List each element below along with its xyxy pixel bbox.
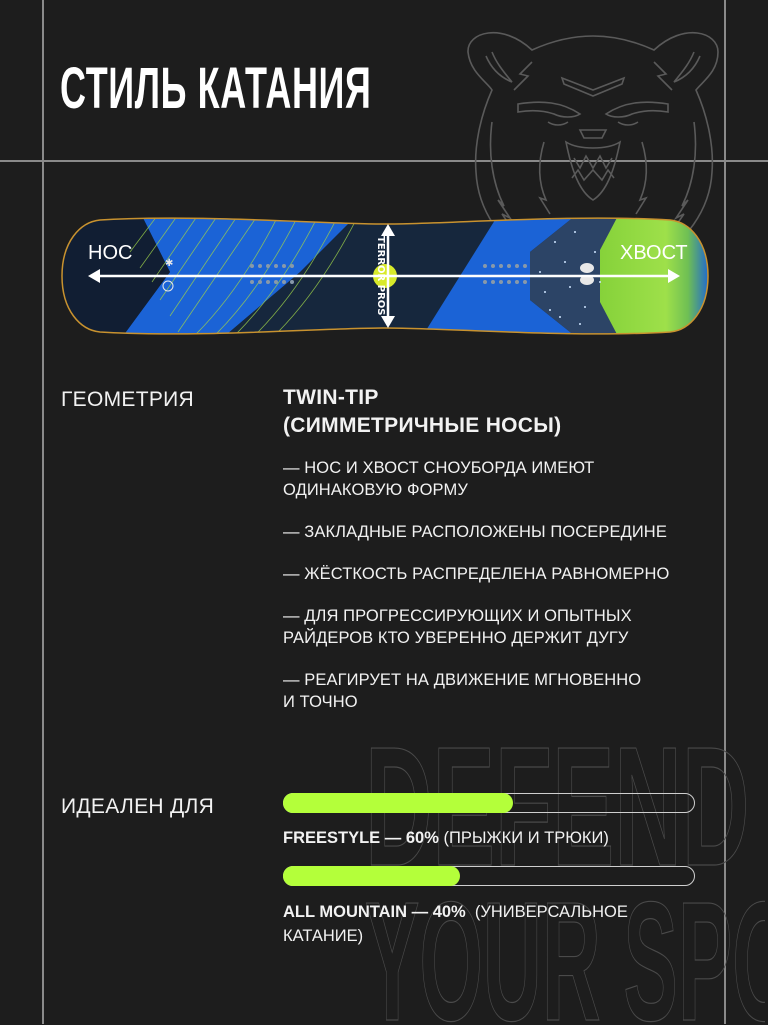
bullet-text: ОДИНАКОВУЮ ФОРМУ	[283, 481, 468, 499]
bullet-text: И ТОЧНО	[283, 693, 358, 711]
bullet-text: — ДЛЯ ПРОГРЕССИРУЮЩИХ И ОПЫТНЫХ	[283, 607, 632, 625]
freestyle-name: FREESTYLE — 60%	[283, 829, 439, 847]
bullet-text: — ЗАКЛАДНЫЕ РАСПОЛОЖЕНЫ ПОСЕРЕДИНЕ	[283, 523, 667, 541]
freestyle-progress-bar	[283, 792, 695, 813]
bullet-text: — НОС И ХВОСТ СНОУБОРДА ИМЕЮТ	[283, 459, 595, 477]
board-brand-text: TERROR PROS	[375, 236, 386, 315]
list-item: — ЗАКЛАДНЫЕ РАСПОЛОЖЕНЫ ПОСЕРЕДИНЕ	[283, 521, 723, 543]
bear-logo-icon	[467, 32, 719, 281]
snowboard-graphic: ✱ TERROR PROS	[61, 217, 709, 335]
all-mountain-caption: ALL MOUNTAIN — 40% (УНИВЕРСАЛЬНОЕ КАТАНИ…	[283, 900, 703, 948]
freestyle-caption: FREESTYLE — 60% (ПРЫЖКИ И ТРЮКИ)	[283, 826, 703, 850]
list-item: — ЖЁСТКОСТЬ РАСПРЕДЕЛЕНА РАВНОМЕРНО	[283, 563, 723, 585]
list-item: — РЕАГИРУЕТ НА ДВИЖЕНИЕ МГНОВЕННО И ТОЧН…	[283, 669, 723, 713]
nose-label: НОС	[88, 242, 133, 264]
page-title: СТИЛЬ КАТАНИЯ	[60, 56, 372, 121]
freestyle-desc: (ПРЫЖКИ И ТРЮКИ)	[438, 829, 609, 847]
tail-label: ХВОСТ	[620, 242, 688, 264]
frame-line-left	[42, 0, 44, 1024]
frame-line-right	[724, 0, 726, 1024]
list-item: — ДЛЯ ПРОГРЕССИРУЮЩИХ И ОПЫТНЫХ РАЙДЕРОВ…	[283, 605, 723, 649]
geometry-label: ГЕОМЕТРИЯ	[61, 388, 195, 411]
ideal-for-label: ИДЕАЛЕН ДЛЯ	[61, 795, 215, 818]
bullet-text: РАЙДЕРОВ КТО УВЕРЕННО ДЕРЖИТ ДУГУ	[283, 629, 629, 647]
geometry-title-line2: (СИММЕТРИЧНЫЕ НОСЫ)	[283, 414, 562, 437]
svg-text:YOUR SPOT: YOUR SPOT	[365, 867, 765, 1025]
all-mountain-name: ALL MOUNTAIN — 40%	[283, 903, 466, 921]
list-item: — НОС И ХВОСТ СНОУБОРДА ИМЕЮТ ОДИНАКОВУЮ…	[283, 457, 723, 501]
geometry-title-line1: TWIN-TIP	[283, 386, 379, 409]
bullet-text: — РЕАГИРУЕТ НА ДВИЖЕНИЕ МГНОВЕННО	[283, 671, 642, 689]
all-mountain-progress-fill	[283, 865, 460, 886]
snowboard-image: ✱ TERROR PROS НОС ХВОСТ	[60, 212, 710, 340]
all-mountain-progress-bar	[283, 865, 695, 886]
freestyle-progress-fill	[283, 792, 513, 813]
svg-text:✱: ✱	[165, 258, 173, 269]
frame-line-top	[0, 160, 768, 162]
bullet-text: — ЖЁСТКОСТЬ РАСПРЕДЕЛЕНА РАВНОМЕРНО	[283, 565, 670, 583]
all-mountain-desc-line2: КАТАНИЕ)	[283, 927, 364, 945]
all-mountain-desc: (УНИВЕРСАЛЬНОЕ	[465, 903, 628, 921]
geometry-title: TWIN-TIP (СИММЕТРИЧНЫЕ НОСЫ)	[283, 384, 561, 440]
geometry-bullet-list: — НОС И ХВОСТ СНОУБОРДА ИМЕЮТ ОДИНАКОВУЮ…	[283, 457, 723, 733]
